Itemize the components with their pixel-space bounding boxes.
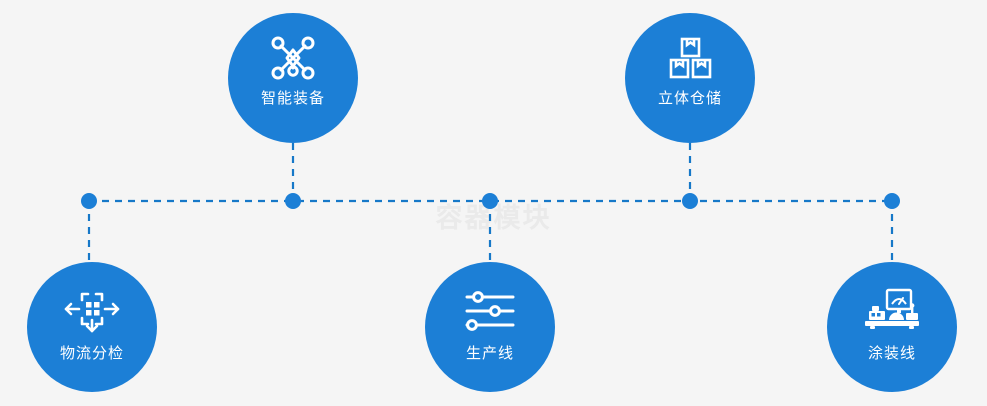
junction-dot-4[interactable] [682,193,698,209]
sorting-arrows-icon [64,292,120,333]
junction-dot-3[interactable] [482,193,498,209]
network-nodes-icon [271,36,315,80]
node-production-line[interactable]: 生产线 [425,262,555,392]
node-label: 立体仓储 [657,89,722,107]
node-logistics-sorting[interactable]: 物流分检 [27,262,157,392]
sliders-icon [465,291,515,331]
node-label: 物流分检 [59,344,124,362]
stacked-boxes-icon [669,37,712,79]
node-stereoscopic-warehouse[interactable]: 立体仓储 [625,13,755,143]
junction-dot-1[interactable] [81,193,97,209]
node-label: 生产线 [465,344,514,362]
node-label: 涂装线 [867,344,916,362]
junction-dot-5[interactable] [884,193,900,209]
industrial-machine-icon [865,288,919,329]
node-intelligent-equipment[interactable]: 智能装备 [228,13,358,143]
node-label: 智能装备 [260,89,325,107]
node-painting-line[interactable]: 涂装线 [827,262,957,392]
junction-dot-2[interactable] [285,193,301,209]
